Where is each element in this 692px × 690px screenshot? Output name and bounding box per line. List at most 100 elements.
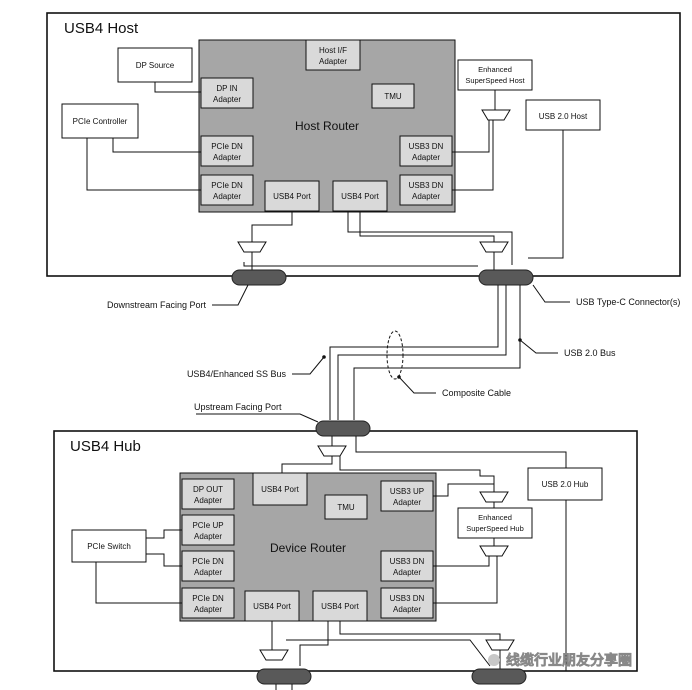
usb4-hub-title: USB4 Hub	[70, 438, 141, 455]
hub-pcie-dn-adapter-1	[181, 550, 235, 582]
host-router-label: Host Router	[295, 119, 359, 133]
svg-text:USB3 DN: USB3 DN	[409, 142, 444, 151]
composite-cable-callout-line	[398, 376, 436, 394]
svg-text:USB4 Port: USB4 Port	[341, 192, 380, 201]
svg-text:DP OUT: DP OUT	[193, 485, 223, 494]
svg-text:Adapter: Adapter	[194, 568, 222, 577]
svg-text:Adapter: Adapter	[393, 498, 421, 507]
svg-text:PCIe UP: PCIe UP	[192, 521, 223, 530]
usb2-bus-callout-line	[519, 339, 558, 354]
usb2-hub	[527, 467, 603, 501]
usb2-bus-wire	[353, 285, 521, 420]
svg-text:PCIe Switch: PCIe Switch	[87, 542, 131, 551]
ss-bus-wire-2	[337, 285, 507, 420]
usb2-bus-label: USB 2.0 Bus	[564, 348, 616, 358]
device-router-label: Device Router	[270, 541, 346, 555]
host-ufp-mux	[479, 241, 509, 253]
hub-ss-up-mux	[479, 491, 509, 503]
svg-text:PCIe DN: PCIe DN	[192, 557, 224, 566]
svg-text:TMU: TMU	[337, 503, 355, 512]
svg-text:SuperSpeed Hub: SuperSpeed Hub	[466, 524, 524, 533]
usb4-ss-bus-label: USB4/Enhanced SS Bus	[187, 369, 287, 379]
hub-usb4-port-top	[252, 472, 308, 506]
pcie-up-adapter	[181, 514, 235, 546]
svg-text:USB3 DN: USB3 DN	[409, 181, 444, 190]
host-usb3-dn-adapter-2	[399, 174, 453, 206]
dp-in-adapter	[200, 77, 254, 109]
host-usb4-port-1	[264, 180, 320, 212]
svg-text:Adapter: Adapter	[393, 605, 421, 614]
host-type-c-connector	[478, 269, 534, 286]
pcie-controller-link-1	[112, 138, 201, 153]
hub-dfp2-mux	[485, 639, 515, 651]
svg-text:Adapter: Adapter	[319, 57, 347, 66]
upstream-facing-port-label: Upstream Facing Port	[194, 402, 282, 412]
ss-bus-callout-line	[292, 356, 325, 375]
hub-dfp-mux	[259, 649, 289, 661]
composite-cable-label: Composite Cable	[442, 388, 511, 398]
svg-text:Adapter: Adapter	[412, 192, 440, 201]
svg-text:DP Source: DP Source	[136, 61, 175, 70]
svg-text:线缆行业朋友分享圈: 线缆行业朋友分享圈	[506, 652, 632, 668]
usb3-dn-link-2	[452, 120, 494, 191]
pcie-switch	[71, 529, 147, 563]
composite-cable-marker	[386, 330, 404, 380]
hub-ss-dn-mux	[479, 545, 509, 557]
dp-source-link	[154, 82, 201, 93]
hub-usb3-dn-adapter-1	[380, 550, 434, 582]
svg-text:USB4 Port: USB4 Port	[273, 192, 312, 201]
svg-text:PCIe Controller: PCIe Controller	[73, 117, 128, 126]
host-ss-mux	[481, 109, 511, 121]
hub-pcie-dn-adapter-2	[181, 587, 235, 619]
svg-text:USB 2.0 Hub: USB 2.0 Hub	[542, 480, 589, 489]
svg-text:USB3 DN: USB3 DN	[390, 557, 425, 566]
svg-text:USB3 UP: USB3 UP	[390, 487, 424, 496]
svg-text:USB4 Port: USB4 Port	[253, 602, 292, 611]
host-dfp-mux	[237, 241, 267, 253]
svg-text:USB4 Port: USB4 Port	[261, 485, 300, 494]
type-c-callout-line	[532, 284, 570, 303]
hub-usb4-port-2	[312, 590, 368, 622]
hub-dfp-connector-2	[471, 668, 527, 685]
downstream-facing-port-connector	[231, 269, 287, 286]
upstream-facing-port-connector	[315, 420, 371, 437]
svg-text:Adapter: Adapter	[213, 95, 241, 104]
svg-text:Adapter: Adapter	[393, 568, 421, 577]
host-tmu	[371, 83, 415, 109]
wechat-icon	[488, 654, 500, 666]
svg-text:USB3 DN: USB3 DN	[390, 594, 425, 603]
pcie-controller	[61, 103, 139, 139]
svg-text:Adapter: Adapter	[194, 496, 222, 505]
svg-text:SuperSpeed Host: SuperSpeed Host	[465, 76, 525, 85]
svg-text:USB4 Port: USB4 Port	[321, 602, 360, 611]
usb3-dn-link-1	[452, 120, 490, 153]
svg-text:Host I/F: Host I/F	[319, 46, 347, 55]
svg-text:PCIe DN: PCIe DN	[192, 594, 224, 603]
svg-text:PCIe DN: PCIe DN	[211, 142, 243, 151]
svg-text:Enhanced: Enhanced	[478, 513, 512, 522]
svg-text:Adapter: Adapter	[194, 532, 222, 541]
enhanced-superspeed-hub	[457, 507, 533, 539]
svg-text:Adapter: Adapter	[194, 605, 222, 614]
host-pcie-dn-adapter-1	[200, 135, 254, 167]
usb2-host	[525, 99, 601, 131]
dp-out-adapter	[181, 478, 235, 510]
downstream-facing-port-label: Downstream Facing Port	[107, 300, 207, 310]
hub-dfp-connector-1	[256, 668, 312, 685]
hub-tmu	[324, 494, 368, 520]
svg-text:PCIe DN: PCIe DN	[211, 181, 243, 190]
dp-source	[117, 47, 193, 83]
svg-text:DP IN: DP IN	[216, 84, 237, 93]
usb4-host-frame	[46, 12, 681, 277]
hub-usb3-dn-adapter-2	[380, 587, 434, 619]
ss-bus-wire-1	[329, 285, 499, 420]
host-if-adapter	[305, 39, 361, 71]
svg-text:Adapter: Adapter	[412, 153, 440, 162]
watermark: 线缆行业朋友分享圈	[488, 652, 632, 668]
svg-text:Adapter: Adapter	[213, 192, 241, 201]
svg-text:TMU: TMU	[384, 92, 402, 101]
pcie-controller-link-2	[86, 138, 201, 191]
host-usb3-dn-adapter-1	[399, 135, 453, 167]
ufp-callout-line	[196, 413, 319, 423]
